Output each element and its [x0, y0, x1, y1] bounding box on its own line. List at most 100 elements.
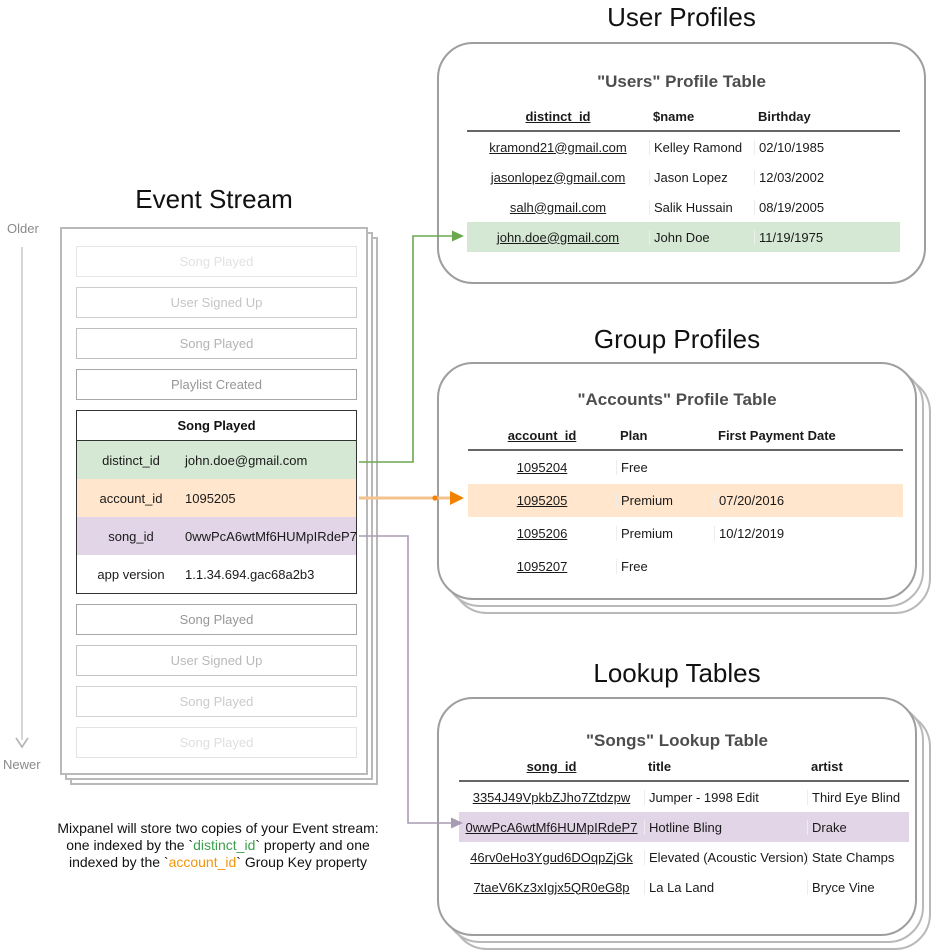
table-cell: John Doe — [649, 229, 754, 245]
column-header: First Payment Date — [718, 427, 836, 443]
table-cell: 07/20/2016 — [714, 493, 903, 508]
lookup-tables-title: Lookup Tables — [593, 658, 761, 688]
table-cell: Kelley Ramond — [649, 139, 754, 155]
event-property-row: song_id 0wwPcA6wtMf6HUMpIRdeP7 — [77, 517, 357, 555]
event-item: User Signed Up — [76, 287, 357, 318]
table-cell: La La Land — [644, 879, 807, 895]
column-header: Plan — [620, 427, 648, 443]
column-header: artist — [811, 758, 843, 774]
caption-line2-post: ` property and one — [255, 837, 370, 853]
property-key: song_id — [108, 528, 154, 544]
accounts-card-title: "Accounts" Profile Table — [577, 390, 777, 409]
table-cell: 12/03/2002 — [754, 169, 900, 185]
property-key: distinct_id — [102, 452, 160, 468]
table-cell: 1095206 — [516, 526, 568, 541]
group-profiles-title: Group Profiles — [593, 324, 761, 354]
timeline-arrow — [15, 247, 29, 749]
caption-line2-pre: one indexed by the ` — [66, 837, 194, 853]
table-cell: 11/19/1975 — [754, 229, 900, 245]
caption-line3-pre: indexed by the ` — [68, 854, 169, 870]
event-item: Playlist Created — [76, 369, 357, 400]
table-cell: Free — [616, 559, 714, 574]
table-cell: Premium — [616, 526, 714, 541]
table-cell: Jumper - 1998 Edit — [644, 789, 807, 805]
table-cell: jasonlopez@gmail.com — [490, 169, 626, 185]
table-header-row: account_id Plan First Payment Date — [468, 421, 903, 451]
column-header: title — [648, 758, 672, 774]
table-cell: Elevated (Acoustic Version) — [644, 849, 807, 865]
caption-account-id: account_id — [168, 854, 237, 870]
table-cell: Salik Hussain — [649, 199, 754, 215]
caption-distinct-id: distinct_id — [193, 837, 256, 853]
table-cell: kramond21@gmail.com — [489, 139, 627, 155]
table-cell: 10/12/2019 — [714, 526, 903, 541]
users-card-title: "Users" Profile Table — [597, 72, 766, 91]
caption-line3-post: ` Group Key property — [236, 854, 368, 870]
table-cell: 7taeV6Kz3xIgjx5QR0eG8p — [473, 879, 630, 895]
caption-line1: Mixpanel will store two copies of your E… — [57, 820, 379, 836]
column-header: $name — [653, 108, 695, 124]
column-header: song_id — [526, 758, 577, 774]
songs-lookup-table: song_id title artist 3354J49VpkbZJho7Ztdzpw… — [459, 752, 909, 902]
property-value: john.doe@gmail.com — [185, 452, 308, 468]
table-cell: salh@gmail.com — [509, 199, 607, 215]
event-item: User Signed Up — [76, 645, 357, 676]
event-property-row: account_id 1095205 — [77, 479, 356, 517]
table-cell: Bryce Vine — [807, 879, 909, 895]
table-row: 3354J49VpkbZJho7Ztdzpw Jumper - 1998 Edit… — [459, 782, 909, 812]
event-item: Song Played — [76, 686, 357, 717]
table-cell: 1095207 — [516, 559, 568, 574]
table-row: 1095207 Free — [468, 550, 903, 583]
event-property-row: distinct_id john.doe@gmail.com — [77, 441, 356, 479]
table-row: 1095204 Free — [468, 451, 903, 484]
event-item: Song Played — [76, 246, 357, 277]
table-cell: Drake — [807, 819, 909, 835]
event-item: Song Played — [76, 328, 357, 359]
caption: Mixpanel will store two copies of your E… — [38, 820, 398, 871]
table-cell: john.doe@gmail.com — [496, 229, 620, 245]
event-stream-title: Event Stream — [135, 184, 293, 214]
songs-card-title: "Songs" Lookup Table — [585, 731, 769, 750]
table-cell: Third Eye Blind — [807, 789, 909, 805]
table-cell: Hotline Bling — [644, 819, 807, 835]
table-cell: Premium — [616, 493, 714, 508]
table-row: 46rv0eHo3Ygud6DOqpZjGk Elevated (Acoustic… — [459, 842, 909, 872]
property-value: 1.1.34.694.gac68a2b3 — [185, 566, 315, 582]
users-profile-card: "Users" Profile Table distinct_id $name Bi… — [437, 42, 926, 284]
table-cell: 0wwPcA6wtMf6HUMpIRdeP7 — [465, 819, 638, 835]
property-value: 0wwPcA6wtMf6HUMpIRdeP7 — [185, 528, 357, 544]
table-cell: Free — [616, 460, 714, 475]
newer-label: Newer — [3, 757, 41, 772]
users-profile-table: distinct_id $name Birthday kramond21@gmail.… — [467, 102, 900, 252]
table-cell: 46rv0eHo3Ygud6DOqpZjGk — [470, 849, 633, 865]
expanded-event-properties: distinct_id john.doe@gmail.com account_id 1… — [77, 441, 357, 593]
table-cell: Jason Lopez — [649, 169, 754, 185]
table-cell: 1095204 — [516, 460, 568, 475]
property-value: 1095205 — [185, 490, 236, 506]
table-cell: 1095205 — [516, 493, 568, 508]
property-key: account_id — [99, 490, 163, 506]
table-cell: 08/19/2005 — [754, 199, 900, 215]
songs-lookup-card: "Songs" Lookup Table song_id title artist 3… — [437, 697, 917, 936]
column-header: Birthday — [758, 108, 811, 124]
column-header: account_id — [507, 427, 577, 443]
table-cell: 02/10/1985 — [754, 139, 900, 155]
event-item: Song Played — [76, 604, 357, 635]
table-cell: State Champs — [807, 849, 909, 865]
event-item: Song Played — [76, 727, 357, 758]
table-cell: 3354J49VpkbZJho7Ztdzpw — [472, 789, 631, 805]
column-header: distinct_id — [525, 108, 591, 124]
